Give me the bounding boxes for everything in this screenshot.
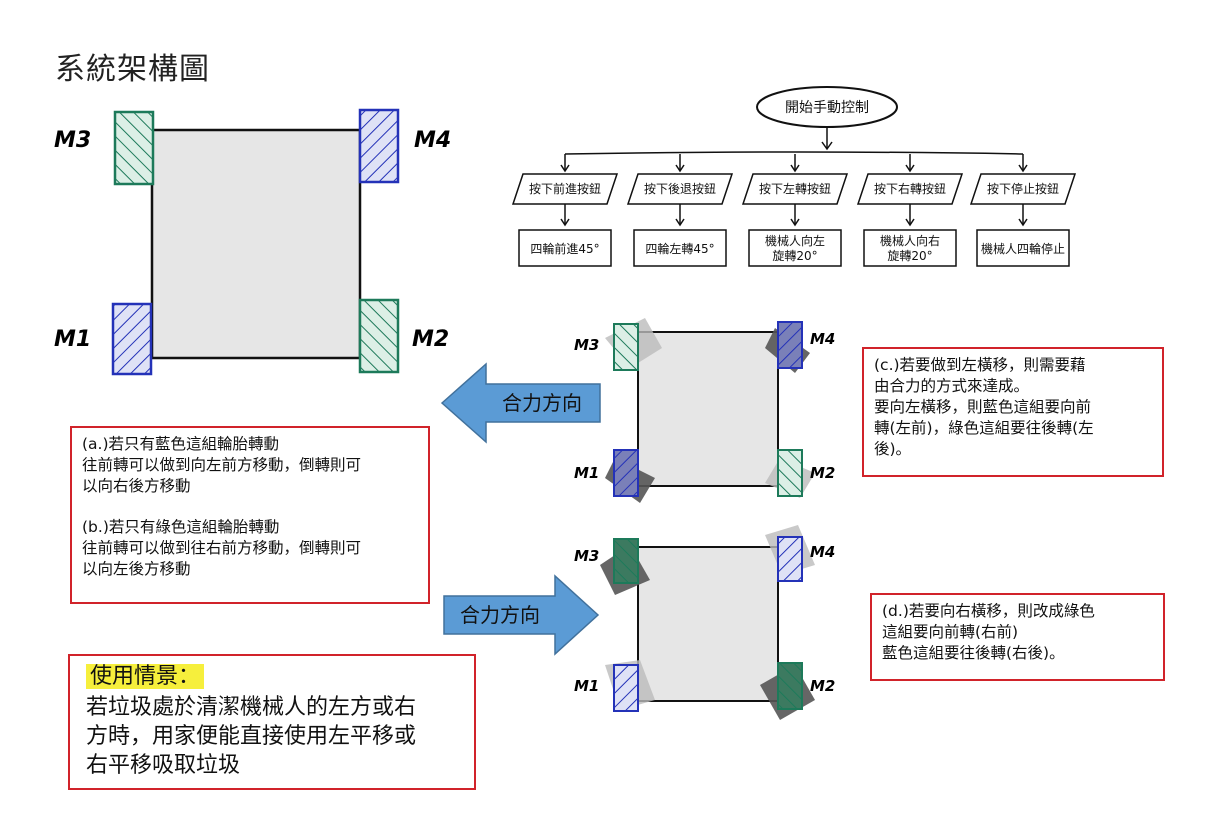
flowchart-result-label: 機械人向右 bbox=[880, 233, 940, 248]
flowchart-button-node bbox=[969, 173, 1077, 205]
wheel-m3 bbox=[113, 110, 155, 186]
robot-diagram-right-move: M3 M4 M1 M2 bbox=[574, 525, 835, 720]
force-arrow-left-label: 合力方向 bbox=[502, 391, 582, 415]
label-m4: M4 bbox=[414, 128, 451, 153]
label-m4-left: M4 bbox=[810, 330, 835, 348]
flowchart-button-node bbox=[511, 173, 619, 205]
flowchart-result-label: 四輪前進45° bbox=[530, 241, 599, 256]
label-m2-right: M2 bbox=[810, 677, 835, 695]
label-m1: M1 bbox=[54, 327, 91, 352]
note-c: (c.)若要做到左橫移，則需要藉 由合力的方式來達成。 要向左橫移，則藍色這組要… bbox=[862, 347, 1164, 477]
note-d: (d.)若要向右橫移，則改成綠色 這組要向前轉(右前) 藍色這組要往後轉(右後)… bbox=[870, 593, 1165, 681]
usage-scenario-text: 若垃圾處於清潔機械人的左方或右 方時，用家便能直接使用左平移或 右平移吸取垃圾 bbox=[86, 695, 417, 778]
note-ab: (a.)若只有藍色這組輪胎轉動 往前轉可以做到向左前方移動，倒轉則可 以向右後方… bbox=[70, 426, 430, 604]
note-d-text: (d.)若要向右橫移，則改成綠色 這組要向前轉(右前) 藍色這組要往後轉(右後)… bbox=[882, 602, 1095, 662]
note-b-title: (b.)若只有綠色這組輪胎轉動 bbox=[82, 518, 280, 536]
force-arrow-right: 合力方向 bbox=[443, 574, 600, 656]
flowchart-result-node bbox=[633, 229, 727, 267]
label-m4-right: M4 bbox=[810, 543, 835, 561]
label-m2: M2 bbox=[412, 327, 449, 352]
force-arrow-left: 合力方向 bbox=[440, 362, 601, 444]
usage-scenario-label: 使用情景： bbox=[86, 664, 205, 689]
label-m2-left: M2 bbox=[810, 464, 835, 482]
flowchart-result-label: 四輪左轉45° bbox=[645, 241, 714, 256]
note-a-body: 往前轉可以做到向左前方移動，倒轉則可 以向右後方移動 bbox=[82, 456, 362, 495]
label-m3: M3 bbox=[54, 128, 91, 153]
flowchart-result-node bbox=[518, 229, 612, 267]
flowchart-result-node bbox=[748, 229, 842, 267]
label-m1-left: M1 bbox=[574, 464, 599, 482]
note-c-text: (c.)若要做到左橫移，則需要藉 由合力的方式來達成。 要向左橫移，則藍色這組要… bbox=[874, 356, 1094, 458]
label-m3-left: M3 bbox=[574, 336, 599, 354]
flowchart-button-node bbox=[856, 173, 964, 205]
page-title: 系統架構圖 bbox=[55, 52, 210, 87]
label-m3-right: M3 bbox=[574, 547, 599, 565]
flowchart-result-node bbox=[976, 229, 1070, 267]
flowchart-result-label-cont: 旋轉20° bbox=[887, 249, 932, 263]
flowchart-button-node bbox=[741, 173, 849, 205]
flowchart-result-label: 機械人四輪停止 bbox=[981, 241, 1065, 256]
flowchart-button-label: 按下停止按鈕 bbox=[987, 181, 1059, 196]
control-flowchart: 開始手動控制 按下前進按鈕四輪前進45°按下後退按鈕四輪左轉45°按下左轉按鈕機… bbox=[511, 86, 1077, 267]
robot-body bbox=[150, 128, 362, 360]
wheel-m4 bbox=[358, 108, 400, 184]
flowchart-result-label-cont: 旋轉20° bbox=[772, 249, 817, 263]
wheel-m2 bbox=[358, 298, 400, 374]
flowchart-result-node bbox=[863, 229, 957, 267]
usage-scenario: 使用情景： 若垃圾處於清潔機械人的左方或右 方時，用家便能直接使用左平移或 右平… bbox=[68, 654, 476, 790]
force-arrow-right-label: 合力方向 bbox=[460, 603, 540, 627]
flowchart-button-node bbox=[626, 173, 734, 205]
note-a-title: (a.)若只有藍色這組輪胎轉動 bbox=[82, 435, 280, 453]
flowchart-button-label: 按下左轉按鈕 bbox=[759, 181, 831, 196]
flowchart-button-label: 按下後退按鈕 bbox=[644, 182, 716, 196]
flowchart-root-label: 開始手動控制 bbox=[785, 100, 869, 116]
label-m1-right: M1 bbox=[574, 677, 599, 695]
robot-diagram-left-move: M3 M4 M1 M2 bbox=[574, 318, 835, 503]
robot-diagram-main: M3 M4 M1 M2 bbox=[54, 108, 451, 376]
note-b-body: 往前轉可以做到往右前方移動，倒轉則可 以向左後方移動 bbox=[82, 539, 362, 578]
wheel-m1 bbox=[111, 302, 153, 376]
flowchart-button-label: 按下右轉按鈕 bbox=[874, 181, 946, 196]
flowchart-button-label: 按下前進按鈕 bbox=[529, 181, 601, 196]
flowchart-result-label: 機械人向左 bbox=[765, 233, 825, 248]
